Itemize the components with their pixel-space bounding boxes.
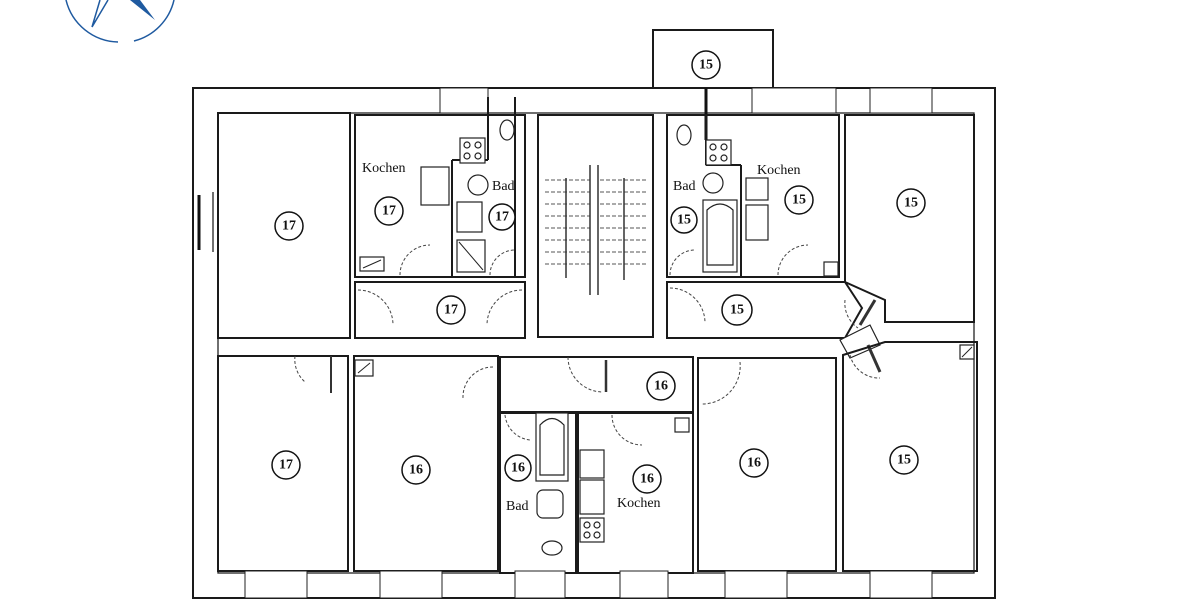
room-number: 15 xyxy=(677,213,691,228)
room-label-16-right: 16 xyxy=(739,448,769,478)
apartment-15-wet-block xyxy=(666,114,840,278)
room-label-bath-15: Bad 15 xyxy=(670,179,698,234)
room-number: 16 xyxy=(640,472,654,487)
room-number: 17 xyxy=(282,219,296,234)
room-number: 16 xyxy=(747,456,761,471)
north-arrow-compass-icon xyxy=(65,0,175,43)
room-name: Bad xyxy=(506,499,529,514)
room-number: 15 xyxy=(699,58,713,73)
room-label-left-lower: 17 xyxy=(271,450,301,480)
room-label-bath-16: 16 Bad xyxy=(504,454,532,514)
room-label-bath-17: Bad 17 xyxy=(488,179,516,231)
room-name: Bad xyxy=(492,179,515,194)
room-number: 17 xyxy=(444,303,458,318)
room-number: 17 xyxy=(382,204,396,219)
room-label-16-left: 16 xyxy=(401,455,431,485)
room-label-kitchen-15: Kochen 15 xyxy=(757,163,814,215)
room-label-hall-15: 15 xyxy=(721,294,753,326)
room-number: 15 xyxy=(792,193,806,208)
room-number: 17 xyxy=(279,458,293,473)
apartment-16-wet-block xyxy=(499,412,694,574)
balcony xyxy=(652,29,774,140)
room-number: 17 xyxy=(495,210,509,225)
room-number: 16 xyxy=(409,463,423,478)
room-number: 15 xyxy=(904,196,918,211)
windows-bottom xyxy=(244,570,933,599)
room-name: Kochen xyxy=(617,496,661,511)
left-window xyxy=(197,192,214,252)
room-name: Bad xyxy=(673,179,696,194)
room-name: Kochen xyxy=(362,161,406,176)
room-label-kitchen-17: Kochen 17 xyxy=(362,161,406,226)
room-number: 15 xyxy=(730,303,744,318)
hall-17 xyxy=(354,281,526,339)
angled-door xyxy=(839,299,882,379)
room-right-lower xyxy=(842,341,978,572)
room-label-hall-17: 17 xyxy=(436,295,466,325)
room-label-left-upper: 17 xyxy=(274,211,304,241)
room-number: 15 xyxy=(897,453,911,468)
apartment-17-wet-block xyxy=(354,97,526,278)
room-right-upper xyxy=(844,114,975,323)
windows-top xyxy=(439,87,933,114)
room-number: 16 xyxy=(654,379,668,394)
room-left-upper xyxy=(217,112,351,339)
room-label-right-lower: 15 xyxy=(889,445,919,475)
room-label-right-upper: 15 xyxy=(896,188,926,218)
room-number: 16 xyxy=(511,461,525,476)
stairwell xyxy=(537,114,654,338)
room-label-hall-16: 16 xyxy=(646,371,676,401)
room-name: Kochen xyxy=(757,163,801,178)
hall-15 xyxy=(666,281,864,339)
room-label-kitchen-16: 16 Kochen xyxy=(617,464,662,511)
room-label-balcony: 15 xyxy=(691,50,721,80)
